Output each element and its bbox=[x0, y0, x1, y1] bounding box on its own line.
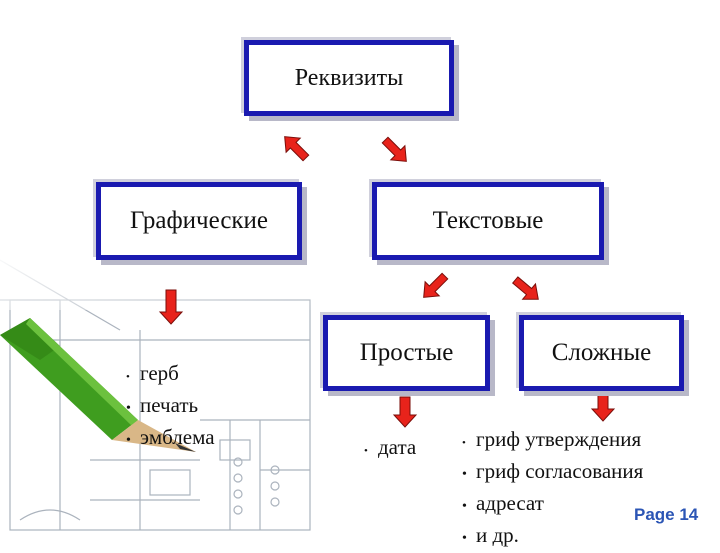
arrow-graphic-down-icon bbox=[158, 289, 184, 325]
complex-node: Сложные bbox=[519, 315, 684, 391]
bullet-icon: • bbox=[462, 437, 466, 449]
graphic-items-list: •герб •печать •эмблема bbox=[126, 359, 215, 455]
list-item: •эмблема bbox=[126, 423, 215, 455]
bullet-icon: • bbox=[126, 371, 130, 383]
graphic-node: Графические bbox=[96, 182, 302, 260]
list-item: •дата bbox=[364, 433, 416, 465]
arrow-simple-down-icon bbox=[392, 396, 418, 428]
bullet-icon: • bbox=[462, 531, 467, 546]
simple-node: Простые bbox=[323, 315, 490, 391]
list-item: •герб bbox=[126, 359, 215, 391]
bullet-icon: • bbox=[364, 445, 368, 457]
text-node: Текстовые bbox=[372, 182, 604, 260]
root-node: Реквизиты bbox=[244, 40, 454, 116]
page-number: Page 14 bbox=[634, 505, 699, 524]
simple-items-list: •дата bbox=[364, 433, 416, 465]
list-item: •и др. bbox=[462, 521, 643, 553]
arrow-text-to-simple-icon bbox=[423, 272, 449, 298]
bullet-icon: • bbox=[462, 467, 467, 482]
arrow-root-to-text-icon bbox=[381, 136, 407, 162]
list-item: •печать bbox=[126, 391, 215, 423]
list-item: •гриф утверждения bbox=[462, 425, 643, 457]
arrow-complex-down-icon bbox=[590, 390, 616, 422]
list-item: •гриф согласования bbox=[462, 457, 643, 489]
list-item: •адресат bbox=[462, 489, 643, 521]
connector-arrows bbox=[158, 136, 616, 428]
bullet-icon: • bbox=[126, 433, 131, 448]
complex-items-list: •гриф утверждения •гриф согласования •ад… bbox=[462, 425, 643, 553]
bullet-icon: • bbox=[126, 401, 131, 416]
green-pencil-icon bbox=[0, 318, 196, 452]
bullet-icon: • bbox=[462, 499, 467, 514]
arrow-root-to-graphic-icon bbox=[284, 136, 310, 162]
arrow-text-to-complex-icon bbox=[511, 276, 539, 300]
